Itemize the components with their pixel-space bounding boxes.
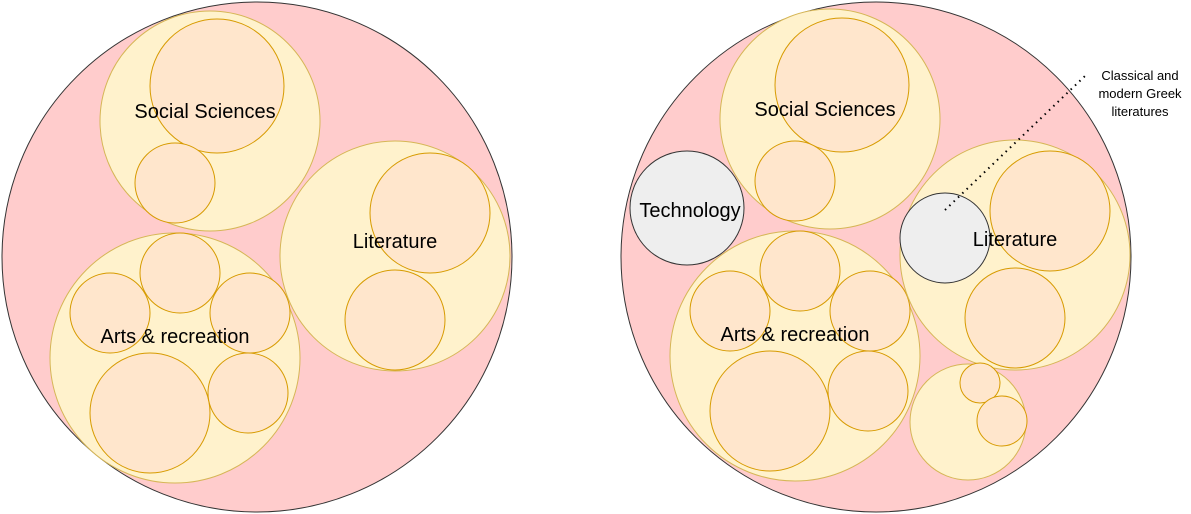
leaf-circle[interactable] [139, 232, 221, 314]
highlight-greek-literatures[interactable] [899, 192, 991, 284]
leaf-circle[interactable] [964, 267, 1066, 369]
annotation-greek-literatures: Classical and modern Greek literatures [1098, 68, 1182, 119]
leaf-circle[interactable] [827, 350, 909, 432]
leaf-circle[interactable] [754, 140, 836, 222]
annotation-leader-line [944, 75, 1086, 211]
leaf-circle[interactable] [689, 270, 771, 352]
annotation-line-2: modern Greek [1098, 86, 1182, 101]
leaf-circle[interactable] [134, 142, 216, 224]
leaf-circle[interactable] [149, 18, 285, 154]
leaf-circle[interactable] [959, 362, 1001, 404]
leaf-circle[interactable] [89, 352, 211, 474]
leaf-circle[interactable] [709, 350, 831, 472]
leaf-circle[interactable] [774, 17, 910, 153]
label-social-sciences: Social Sciences [134, 101, 275, 123]
label-technology: Technology [639, 200, 740, 222]
label-social-sciences: Social Sciences [754, 99, 895, 121]
leaf-circle[interactable] [344, 269, 446, 371]
label-literature: Literature [973, 229, 1058, 251]
leaf-circle[interactable] [976, 395, 1028, 447]
leaf-circle[interactable] [69, 272, 151, 354]
leaf-circle[interactable] [207, 352, 289, 434]
annotation-line-3: literatures [1111, 104, 1169, 119]
left-diagram: Social Sciences Literature Arts & recrea… [1, 1, 513, 513]
leaf-circle[interactable] [369, 152, 491, 274]
annotation-line-1: Classical and [1101, 68, 1178, 83]
label-arts-recreation: Arts & recreation [101, 326, 250, 348]
group-technology[interactable] [629, 150, 745, 266]
right-diagram: Social Sciences Technology Arts & recrea… [620, 1, 1182, 513]
label-literature: Literature [353, 231, 438, 253]
leaf-circle[interactable] [989, 150, 1111, 272]
label-arts-recreation: Arts & recreation [721, 324, 870, 346]
leaf-circle[interactable] [759, 230, 841, 312]
